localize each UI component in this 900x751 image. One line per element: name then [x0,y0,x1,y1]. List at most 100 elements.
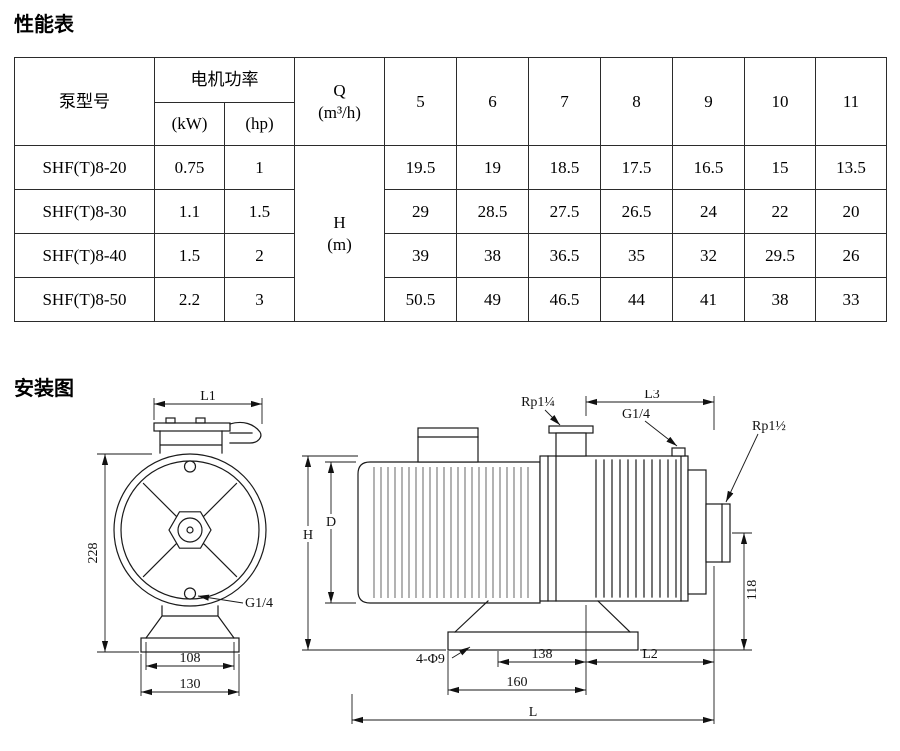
head-cell: 26 [815,233,887,278]
hp-cell: 1.5 [224,189,295,234]
performance-table-title: 性能表 [14,14,74,36]
head-cell: 19.5 [384,145,457,190]
kw-cell: 2.2 [154,277,225,322]
h-symbol: H [333,213,346,233]
head-cell: 50.5 [384,277,457,322]
kw-cell: 1.1 [154,189,225,234]
pump-model-cell: SHF(T)8-30 [14,189,155,234]
dim-160-label: 160 [507,675,528,690]
header-hp: (hp) [224,102,295,146]
dim-118-label: 118 [745,580,760,600]
outlet-spout [229,421,262,444]
shaft-circle [177,517,203,543]
installation-diagram: L1 228 108 130 G1/4 [86,390,786,724]
terminal-box [417,427,479,463]
discharge-port [705,503,731,563]
pump-barrel [539,455,689,602]
q-unit: (m³/h) [318,102,361,122]
head-unit-cell: H (m) [294,145,385,322]
vent-plug [671,447,686,457]
head-nub [195,417,206,424]
casing-bolt-bottom [183,587,197,600]
vent-g14-label: G1/4 [622,407,650,422]
header-flow-value: 9 [672,57,745,146]
front-view-dimensions: L1 228 108 130 G1/4 [86,390,273,696]
base-plate [140,637,240,653]
pump-model-cell: SHF(T)8-20 [14,145,155,190]
casing-bolt-top [183,460,197,473]
performance-table: 泵型号 电机功率 Q (m³/h) 5 6 7 8 9 10 11 (kW) (… [14,57,887,322]
header-flow-q: Q (m³/h) [294,57,385,146]
head-cell: 38 [744,277,816,322]
head-cell: 49 [456,277,529,322]
header-motor-power: 电机功率 [154,57,295,103]
discharge-head [687,469,707,595]
base-neck [145,605,235,639]
head-cell: 36.5 [528,233,601,278]
head-cell: 13.5 [815,145,887,190]
head-cell: 18.5 [528,145,601,190]
head-cell: 17.5 [600,145,673,190]
head-cell: 44 [600,277,673,322]
hp-cell: 1 [224,145,295,190]
header-pump-model: 泵型号 [14,57,155,146]
head-cell: 15 [744,145,816,190]
foot-plate [447,631,639,651]
dim-228-label: 228 [86,543,101,564]
header-flow-value: 11 [815,57,887,146]
discharge-rp112-label: Rp1½ [752,419,786,434]
dim-138-label: 138 [532,647,553,662]
dim-l1-label: L1 [200,390,216,404]
head-cell: 26.5 [600,189,673,234]
foot-sides [454,600,631,633]
head-cell: 16.5 [672,145,745,190]
header-flow-value: 8 [600,57,673,146]
head-cell: 41 [672,277,745,322]
pump-model-cell: SHF(T)8-40 [14,233,155,278]
dim-d-label: D [326,515,336,530]
head-cell: 28.5 [456,189,529,234]
pump-front-view [113,417,267,653]
head-cell: 33 [815,277,887,322]
kw-cell: 1.5 [154,233,225,278]
head-cell: 39 [384,233,457,278]
suction-port-body [555,432,587,457]
motor-fins [370,467,532,598]
shaft-center [186,526,194,534]
head-cell: 38 [456,233,529,278]
casing-outer-circle [113,453,267,607]
suction-rp114-label: Rp1¼ [521,395,555,410]
head-cell: 19 [456,145,529,190]
h-unit: (m) [327,234,352,254]
head-nub [165,417,176,424]
head-cell: 22 [744,189,816,234]
head-cell: 35 [600,233,673,278]
motor-body [357,461,541,604]
dim-l3-label: L3 [644,390,660,402]
hp-cell: 2 [224,233,295,278]
header-kw: (kW) [154,102,225,146]
header-flow-value: 7 [528,57,601,146]
head-cell: 29.5 [744,233,816,278]
bolt-holes-label: 4-Φ9 [416,652,445,667]
header-flow-value: 10 [744,57,816,146]
header-flow-value: 6 [456,57,529,146]
pump-head-body [159,430,223,454]
drain-g14-label: G1/4 [245,596,273,611]
suction-port-flange [548,425,594,434]
q-symbol: Q [333,81,346,101]
head-cell: 46.5 [528,277,601,322]
dim-l2-label: L2 [642,647,658,662]
dim-h-label: H [303,528,313,543]
head-cell: 24 [672,189,745,234]
head-cell: 32 [672,233,745,278]
dim-130-label: 130 [180,677,201,692]
head-cell: 29 [384,189,457,234]
pump-head-plate [153,422,231,432]
head-cell: 20 [815,189,887,234]
dim-l-label: L [529,705,538,720]
hp-cell: 3 [224,277,295,322]
side-view-dimensions: Rp1¼ L3 G1/4 Rp1½ H D 118 4-Φ9 138 L2 [300,390,786,724]
pump-stage-lines [547,455,682,602]
dim-108-label: 108 [180,651,201,666]
